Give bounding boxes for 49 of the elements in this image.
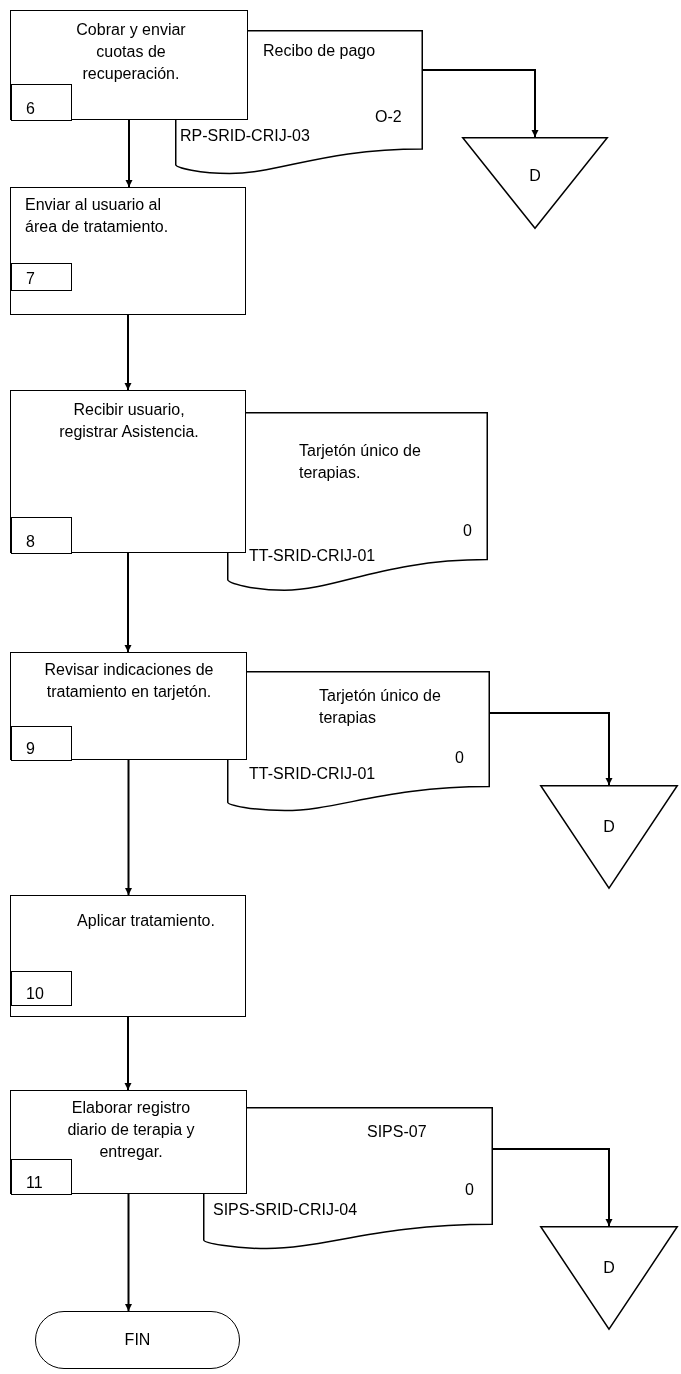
step-text: Elaborar registro diario de terapia y entregar. xyxy=(66,1098,196,1162)
document-code: SIPS-SRID-CRIJ-04 xyxy=(213,1200,359,1220)
step-number: 9 xyxy=(11,726,72,761)
arrow xyxy=(422,69,539,138)
step-number: 6 xyxy=(11,84,72,121)
document-code: TT-SRID-CRIJ-01 xyxy=(249,546,377,566)
document-title: Tarjetón único de terapias xyxy=(319,686,442,728)
document-title: Recibo de pago xyxy=(263,41,377,61)
process-box xyxy=(10,187,246,315)
revision-number: O-2 xyxy=(375,107,403,127)
document-shape xyxy=(227,412,488,592)
document-code: TT-SRID-CRIJ-01 xyxy=(249,764,377,784)
step-text: Cobrar y enviar cuotas de recuperación. xyxy=(75,20,187,84)
storage-triangle xyxy=(540,1226,678,1330)
process-box xyxy=(10,652,247,760)
process-box xyxy=(10,1090,247,1194)
arrow xyxy=(492,1148,613,1227)
step-number: 7 xyxy=(11,263,72,291)
document-code: RP-SRID-CRIJ-03 xyxy=(180,126,311,146)
process-box xyxy=(10,390,246,553)
revision-number: 0 xyxy=(463,521,473,541)
process-box xyxy=(10,10,248,120)
document-shape xyxy=(227,671,490,812)
step-text: Aplicar tratamiento. xyxy=(76,911,216,931)
arrow xyxy=(124,552,132,653)
step-number: 8 xyxy=(11,517,72,554)
document-title: SIPS-07 xyxy=(367,1122,428,1142)
step-text: Revisar indicaciones de tratamiento en tarjetón. xyxy=(43,660,215,702)
step-text: Recibir usuario, registrar Asistencia. xyxy=(58,400,200,442)
arrow xyxy=(124,314,132,391)
revision-number: 0 xyxy=(465,1180,475,1200)
arrow xyxy=(125,759,132,896)
process-box xyxy=(10,895,246,1017)
document-title: Tarjetón único de terapias. xyxy=(299,441,422,483)
step-number: 11 xyxy=(11,1159,72,1195)
step-number: 10 xyxy=(11,971,72,1006)
arrow xyxy=(125,119,133,188)
storage-triangle xyxy=(462,137,608,229)
end-terminator: FIN xyxy=(35,1311,240,1369)
arrow xyxy=(124,1016,132,1091)
arrow xyxy=(125,1193,132,1312)
step-text: Enviar al usuario al área de tratamiento. xyxy=(25,195,170,237)
arrow xyxy=(489,712,613,786)
storage-triangle xyxy=(540,785,678,889)
storage-label: D xyxy=(602,1258,616,1279)
revision-number: 0 xyxy=(455,748,465,768)
document-shape xyxy=(203,1107,493,1250)
storage-label: D xyxy=(528,165,542,186)
storage-label: D xyxy=(602,817,616,838)
